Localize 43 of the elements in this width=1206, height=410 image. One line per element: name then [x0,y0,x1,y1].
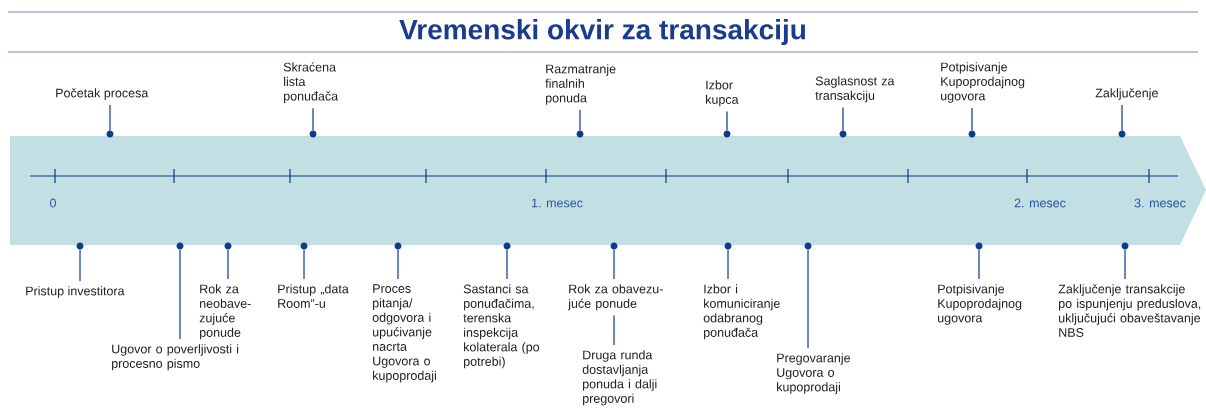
callout-text: Početak procesa [56,88,149,100]
callout-text: Skraćena lista ponuđača [283,62,339,103]
pin-line [727,249,729,280]
pin-line [303,249,305,280]
callout-text: Pristup investitora [26,286,125,298]
pin-line [613,314,615,346]
pin-line [227,249,229,280]
callout-text: Zaključenje transakcije po ispunjenju preduslova, uključujući obaveštavanje NBS [1058,284,1201,337]
callout-text: Potpisivanje Kupoprodajnog ugovora [941,62,1025,103]
tick-label: 3. mesec [1134,198,1186,208]
pin-line [726,110,728,131]
callout-text: Izbor i komuniciranje odabranog ponuđača [703,284,780,340]
pin-line [1124,249,1126,280]
pin-line [312,107,314,131]
tick-label: 0 [50,198,56,208]
tick-label: 1. mesec [532,198,583,208]
callout-text: Ugovor o poverljivosti i procesno pismo [112,344,239,371]
pin-line [179,249,181,340]
pin-line [1121,104,1123,131]
callout-text: Razmatranje finalnih ponuda [545,64,616,105]
callout-text: Rok za neobave-zujuće ponude [199,284,251,340]
callout-text: Saglasnost za transakciju [815,76,895,103]
callout-text: Pregovaranje Ugovora o kupoprodaji [777,353,850,394]
pin-line [109,104,111,131]
tick-label: 2. mesec [1014,198,1066,208]
pin-line [506,249,508,280]
callout-text: Izbor kupca [706,80,739,107]
callout-text: Rok za obavezu-juće ponude [567,284,663,311]
pin-line [807,249,809,349]
pin-line [79,249,81,282]
pin-line [397,249,399,280]
pin-line [579,109,581,131]
callout-text: Pristup „data Room”-u [278,284,349,308]
callout-text: Potpisivanje Kupoprodajnog ugovora [938,284,1022,325]
pin-line [978,249,980,280]
callout-text: Druga runda dostavljanja ponuda i dalji pregovori [582,350,657,406]
callout-text: Proces pitanja/ odgovora i upućivanje nacrta Ugovora o kupoprodaji [372,284,436,383]
pin-line [842,106,844,131]
pin-line [971,107,973,131]
title: Vremenski okvir za transakciju [399,18,805,46]
callout-text: Sastanci sa ponuđačima, terenska inspekcija kolaterala (po potrebi) [463,284,540,369]
callout-text: Zaključenje [1095,88,1158,100]
pin-line [613,249,615,280]
